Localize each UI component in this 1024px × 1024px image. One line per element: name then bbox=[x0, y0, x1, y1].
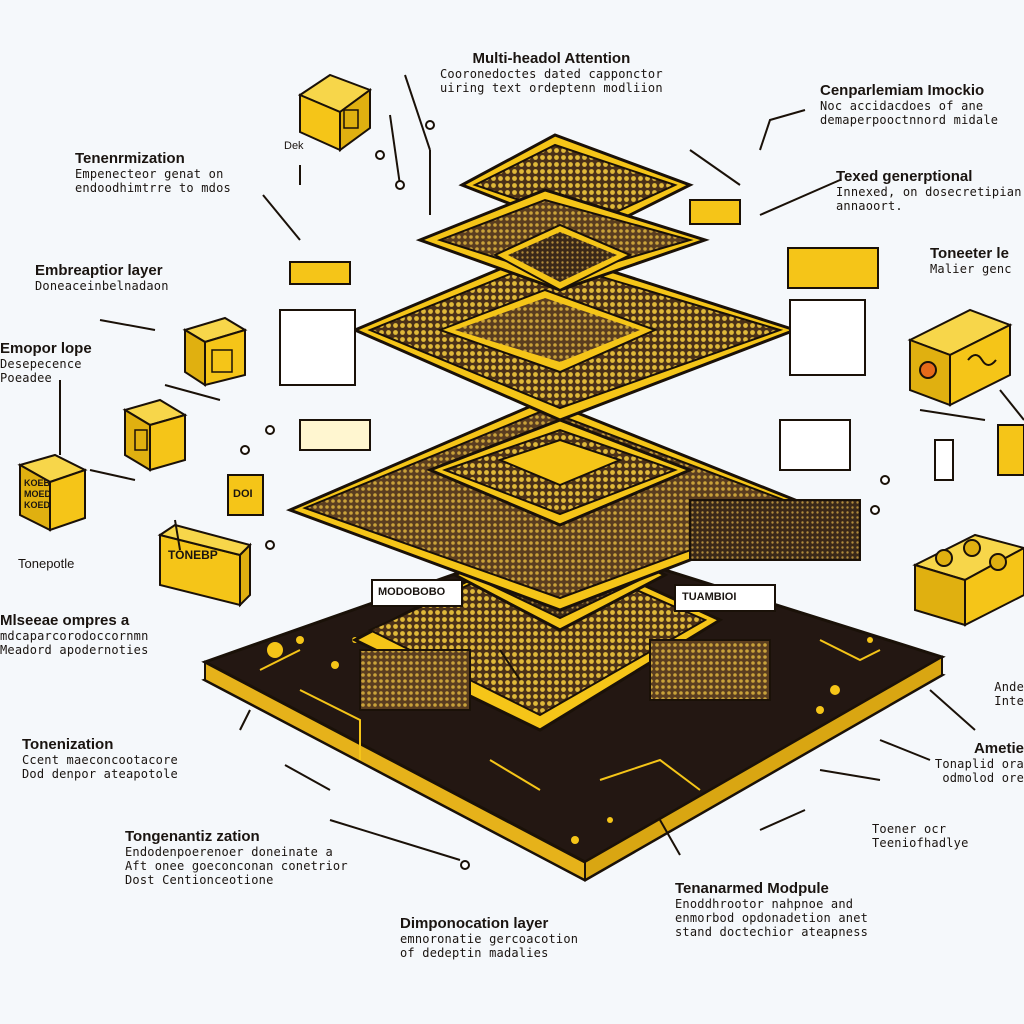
stack-tier-top bbox=[415, 133, 741, 292]
label-top-right-desc-2: demaperpooctnnord midale bbox=[820, 113, 999, 127]
label-right-6: Toener ocr Teeniofhadlye bbox=[872, 822, 969, 850]
label-bottom-left-title: Tongenantiz zation bbox=[125, 828, 260, 845]
label-bottom-left: Tongenantiz zation Endodenpoerenoer done… bbox=[125, 828, 348, 887]
label-right-4-title: Ametie bbox=[973, 740, 1024, 757]
side-chip-small bbox=[227, 474, 264, 516]
label-bottom-left-desc-1: Endodenpoerenoer doneinate a bbox=[125, 845, 333, 859]
label-right-5-desc-2: Inte bbox=[994, 694, 1024, 708]
label-top-center-title: Multi-headol Attention bbox=[472, 50, 631, 67]
label-left-3-desc-2: Poeadee bbox=[0, 371, 52, 385]
label-bottom-right-title: Tenanarmed Modpule bbox=[675, 880, 829, 897]
label-right-4-desc-1: Tonaplid ora bbox=[934, 757, 1024, 771]
chip-tag-small: DOI bbox=[233, 488, 253, 500]
label-right-6-desc-1: Toener ocr bbox=[872, 822, 947, 836]
label-left-1-desc-2: endoodhimtrre to mdos bbox=[75, 181, 231, 195]
label-right-5-desc-1: Ande bbox=[994, 680, 1024, 694]
label-right-2-title: Texed generptional bbox=[836, 168, 973, 185]
label-right-2: Texed generptional Innexed, on dosecreti… bbox=[836, 168, 1022, 213]
side-chip-left-2 bbox=[122, 398, 188, 472]
side-chip-left-3 bbox=[17, 453, 88, 532]
label-left-2-title: Embreaptior layer bbox=[35, 262, 163, 279]
label-top-center: Multi-headol Attention Cooronedoctes dat… bbox=[440, 50, 663, 95]
label-right-3-title: Toneeter le bbox=[930, 245, 1009, 262]
label-left-1-desc-1: Empenecteor genat on bbox=[75, 167, 224, 181]
label-right-3: Toneeter le Malier genc bbox=[930, 245, 1012, 276]
label-left-5-desc-1: mdcaparcorodoccornmn bbox=[0, 629, 149, 643]
connector-nodes bbox=[240, 120, 890, 870]
chip-tag-dek: Dek bbox=[284, 140, 304, 152]
chip-tag-tuambiol: TUAMBIOI bbox=[682, 591, 737, 603]
label-top-center-desc-2: uiring text ordeptenn modliion bbox=[440, 81, 663, 95]
chip-tag-keyed: KOEB MOED KOED bbox=[24, 478, 51, 511]
chip-tag-modobodo: MODOBOBO bbox=[378, 586, 446, 598]
chip-key-1: KOEB bbox=[24, 478, 51, 488]
label-right-2-desc-2: annaoort. bbox=[836, 199, 903, 213]
label-bottom-mid-desc-2: of dedeptin madalies bbox=[400, 946, 549, 960]
side-chip-left-4 bbox=[157, 523, 252, 608]
stack-tier-upper bbox=[279, 247, 879, 422]
side-chip-right-1 bbox=[907, 308, 1013, 407]
side-chip-left-1 bbox=[182, 316, 248, 387]
label-top-right: Cenparlemiam Imockio Noc accidacdoes of … bbox=[820, 82, 998, 127]
label-bottom-mid: Dimponocation layer emnoronatie gercoaco… bbox=[400, 915, 578, 960]
label-bottom-left-desc-3: Dost Centionceotione bbox=[125, 873, 274, 887]
label-top-right-title: Cenparlemiam Imockio bbox=[820, 82, 985, 99]
label-top-center-desc-1: Cooronedoctes dated capponctor bbox=[440, 67, 663, 81]
label-bottom-right-desc-3: stand doctechior ateapness bbox=[675, 925, 869, 939]
label-left-2-desc-1: Doneaceinbelnadaon bbox=[35, 279, 169, 293]
label-left-6-desc-2: Dod denpor ateapotole bbox=[22, 767, 178, 781]
label-left-6-title: Tonenization bbox=[22, 736, 114, 753]
label-left-5-desc-2: Meadord apodernoties bbox=[0, 643, 149, 657]
label-left-2: Embreaptior layer Doneaceinbelnadaon bbox=[35, 262, 169, 293]
side-chip-right-3 bbox=[934, 424, 1024, 481]
label-left-4: Tonepotle bbox=[18, 556, 74, 571]
label-bottom-right-desc-1: Enoddhrootor nahpnoe and bbox=[675, 897, 854, 911]
label-left-3-title: Emopor lope bbox=[0, 340, 92, 357]
label-left-1: Tenenrmization Empenecteor genat on endo… bbox=[75, 150, 231, 195]
label-left-3: Emopor lope Desepecence Poeadee bbox=[0, 340, 92, 385]
label-right-6-desc-2: Teeniofhadlye bbox=[872, 836, 969, 850]
label-right-5: Ande Inte bbox=[994, 680, 1024, 708]
floating-cube-top bbox=[297, 73, 373, 152]
label-bottom-right: Tenanarmed Modpule Enoddhrootor nahpnoe … bbox=[675, 880, 868, 939]
chip-key-3: KOED bbox=[24, 500, 51, 510]
label-bottom-right-desc-2: enmorbod opdonadetion anet bbox=[675, 911, 869, 925]
label-bottom-mid-desc-1: emnoronatie gercoacotion bbox=[400, 932, 579, 946]
label-right-2-desc-1: Innexed, on dosecretipian bbox=[836, 185, 1022, 199]
label-left-3-desc-1: Desepecence bbox=[0, 357, 82, 371]
label-right-4: Ametie Tonaplid ora odmolod ore bbox=[935, 740, 1024, 785]
label-right-3-desc-1: Malier genc bbox=[930, 262, 1012, 276]
label-left-6: Tonenization Ccent maeconcootacore Dod d… bbox=[22, 736, 178, 781]
label-left-4-title: Tonepotle bbox=[18, 556, 75, 571]
chip-tag-tonebp: TONEBP bbox=[168, 548, 218, 562]
label-left-5-title: Mlseeae ompres a bbox=[0, 612, 130, 629]
stack-tier-middle bbox=[285, 398, 861, 612]
connector-lines bbox=[59, 74, 1024, 861]
label-left-5: Mlseeae ompres a mdcaparcorodoccornmn Me… bbox=[0, 612, 149, 657]
label-left-6-desc-1: Ccent maeconcootacore bbox=[22, 753, 178, 767]
label-bottom-mid-title: Dimponocation layer bbox=[400, 915, 549, 932]
label-left-1-title: Tenenrmization bbox=[75, 150, 185, 167]
label-right-4-desc-2: odmolod ore bbox=[942, 771, 1024, 785]
label-bottom-left-desc-2: Aft onee goeconconan conetrior bbox=[125, 859, 348, 873]
side-chip-right-2 bbox=[912, 533, 1024, 627]
label-top-right-desc-1: Noc accidacdoes of ane bbox=[820, 99, 984, 113]
chip-key-2: MOED bbox=[24, 489, 51, 499]
